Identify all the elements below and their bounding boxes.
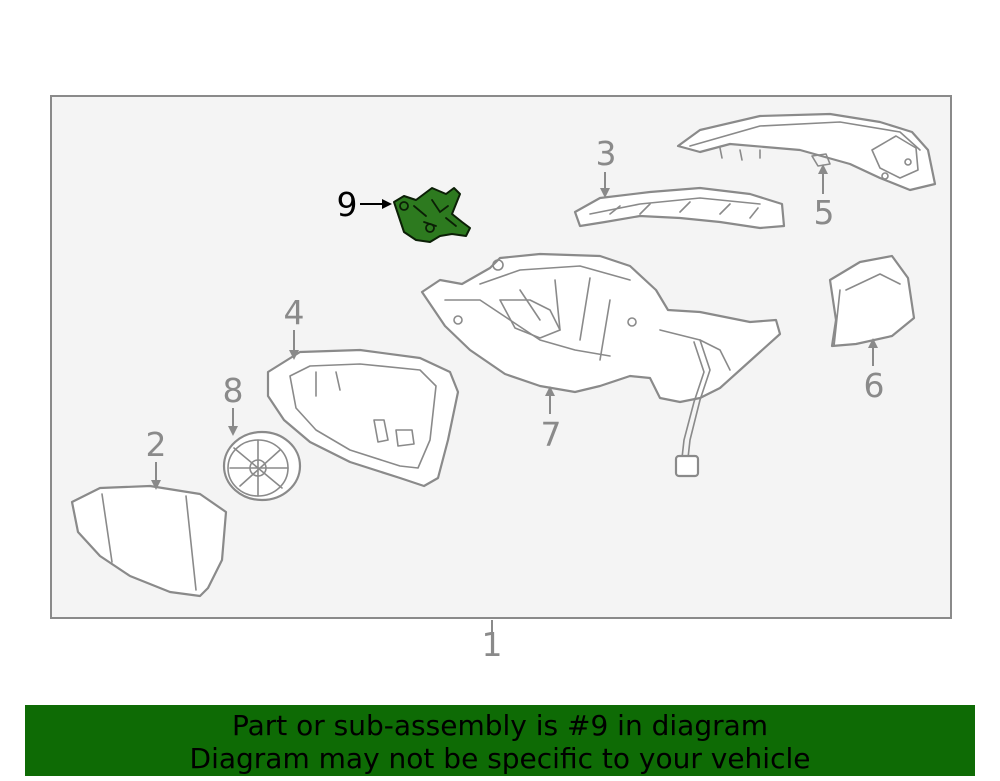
part-8-actuator[interactable]	[222, 430, 302, 502]
part-9-highlighted[interactable]	[393, 187, 471, 243]
callout-6: 6	[864, 366, 885, 405]
part-3-turn-lamp[interactable]	[573, 186, 786, 230]
part-6-cap[interactable]	[828, 254, 916, 348]
part-7-housing[interactable]	[420, 252, 782, 478]
callout-2: 2	[146, 425, 167, 464]
callout-7: 7	[541, 415, 562, 454]
callout-1: 1	[482, 625, 503, 664]
callout-4: 4	[284, 293, 305, 332]
part-2-glass[interactable]	[70, 484, 228, 598]
banner-line-1: Part or sub-assembly is #9 in diagram	[231, 709, 769, 742]
callout-9: 9	[337, 185, 358, 224]
disclaimer-banner: Part or sub-assembly is #9 in diagram Di…	[25, 705, 975, 776]
part-4-holder[interactable]	[266, 348, 460, 488]
callout-5: 5	[814, 193, 835, 232]
callout-3: 3	[596, 134, 617, 173]
banner-line-2: Diagram may not be specific to your vehi…	[189, 742, 811, 775]
callout-arrows	[151, 164, 878, 632]
callout-8: 8	[223, 371, 244, 410]
part-5-cover[interactable]	[676, 112, 937, 192]
parts-diagram: 1 2 3 4 5 6 7 8 9	[50, 95, 952, 664]
